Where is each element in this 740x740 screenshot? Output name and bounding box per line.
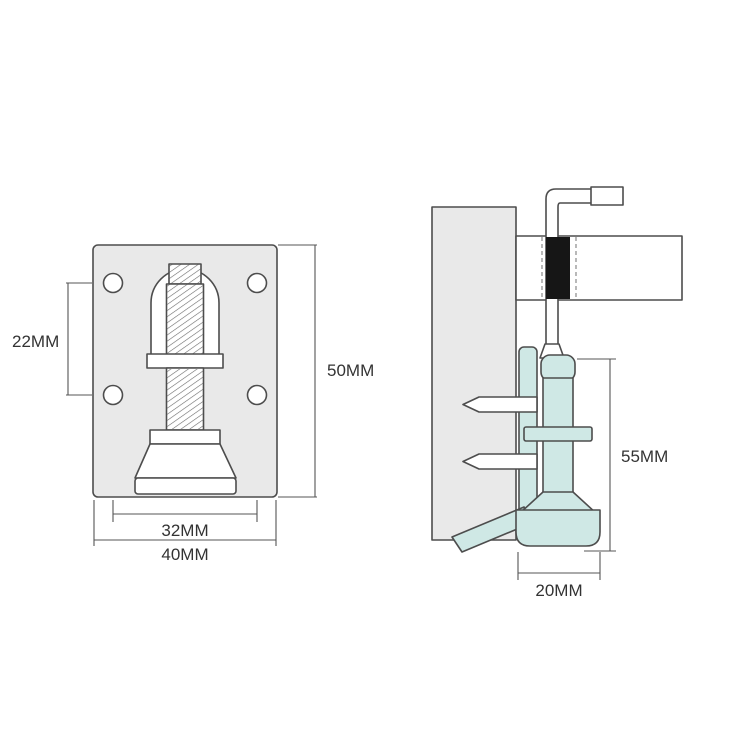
mounting-screw-bottom: [462, 453, 538, 470]
side-view-dimensions: 55MM 20MM: [517, 358, 668, 600]
allen-key-tip: [590, 186, 624, 206]
mounting-panel: [431, 206, 517, 541]
mounting-screw-top: [462, 396, 538, 413]
clamp-band: [546, 237, 570, 299]
dimension-line-20mm: [517, 552, 601, 580]
foot-base: [134, 477, 237, 495]
screw-hole-top-right: [246, 272, 268, 294]
dimension-label-20mm: 20MM: [535, 581, 582, 600]
dimension-label-50mm: 50MM: [327, 361, 374, 380]
front-view-dimensions: 22MM 50MM 32MM 40MM: [12, 244, 374, 564]
dimension-label-22mm: 22MM: [12, 332, 59, 351]
thread-shaft-lower-hatch: [167, 369, 203, 429]
dimension-label-55mm: 55MM: [621, 447, 668, 466]
bolt-flange: [523, 426, 593, 442]
dimension-line-22mm: [66, 282, 92, 396]
bolt-cap-hatch: [169, 264, 201, 284]
foot-cone: [134, 443, 237, 479]
side-view: [431, 186, 683, 553]
foot-pad: [515, 509, 601, 547]
bolt-head: [540, 354, 576, 382]
screw-hole-bottom-left: [102, 384, 124, 406]
dimension-line-32mm: [112, 500, 258, 522]
dimension-line-40mm: [93, 500, 277, 546]
foot-neck: [149, 429, 221, 445]
dimension-line-50mm: [278, 244, 317, 498]
thread-shaft-upper-hatch: [167, 284, 203, 355]
screw-hole-bottom-right: [246, 384, 268, 406]
flange-nut: [146, 353, 224, 369]
screw-hole-top-left: [102, 272, 124, 294]
front-view: [92, 244, 278, 498]
cross-rail: [515, 235, 683, 301]
dimension-line-55mm: [577, 358, 616, 552]
dimension-label-40mm: 40MM: [161, 545, 208, 564]
dimension-label-32mm: 32MM: [161, 521, 208, 540]
